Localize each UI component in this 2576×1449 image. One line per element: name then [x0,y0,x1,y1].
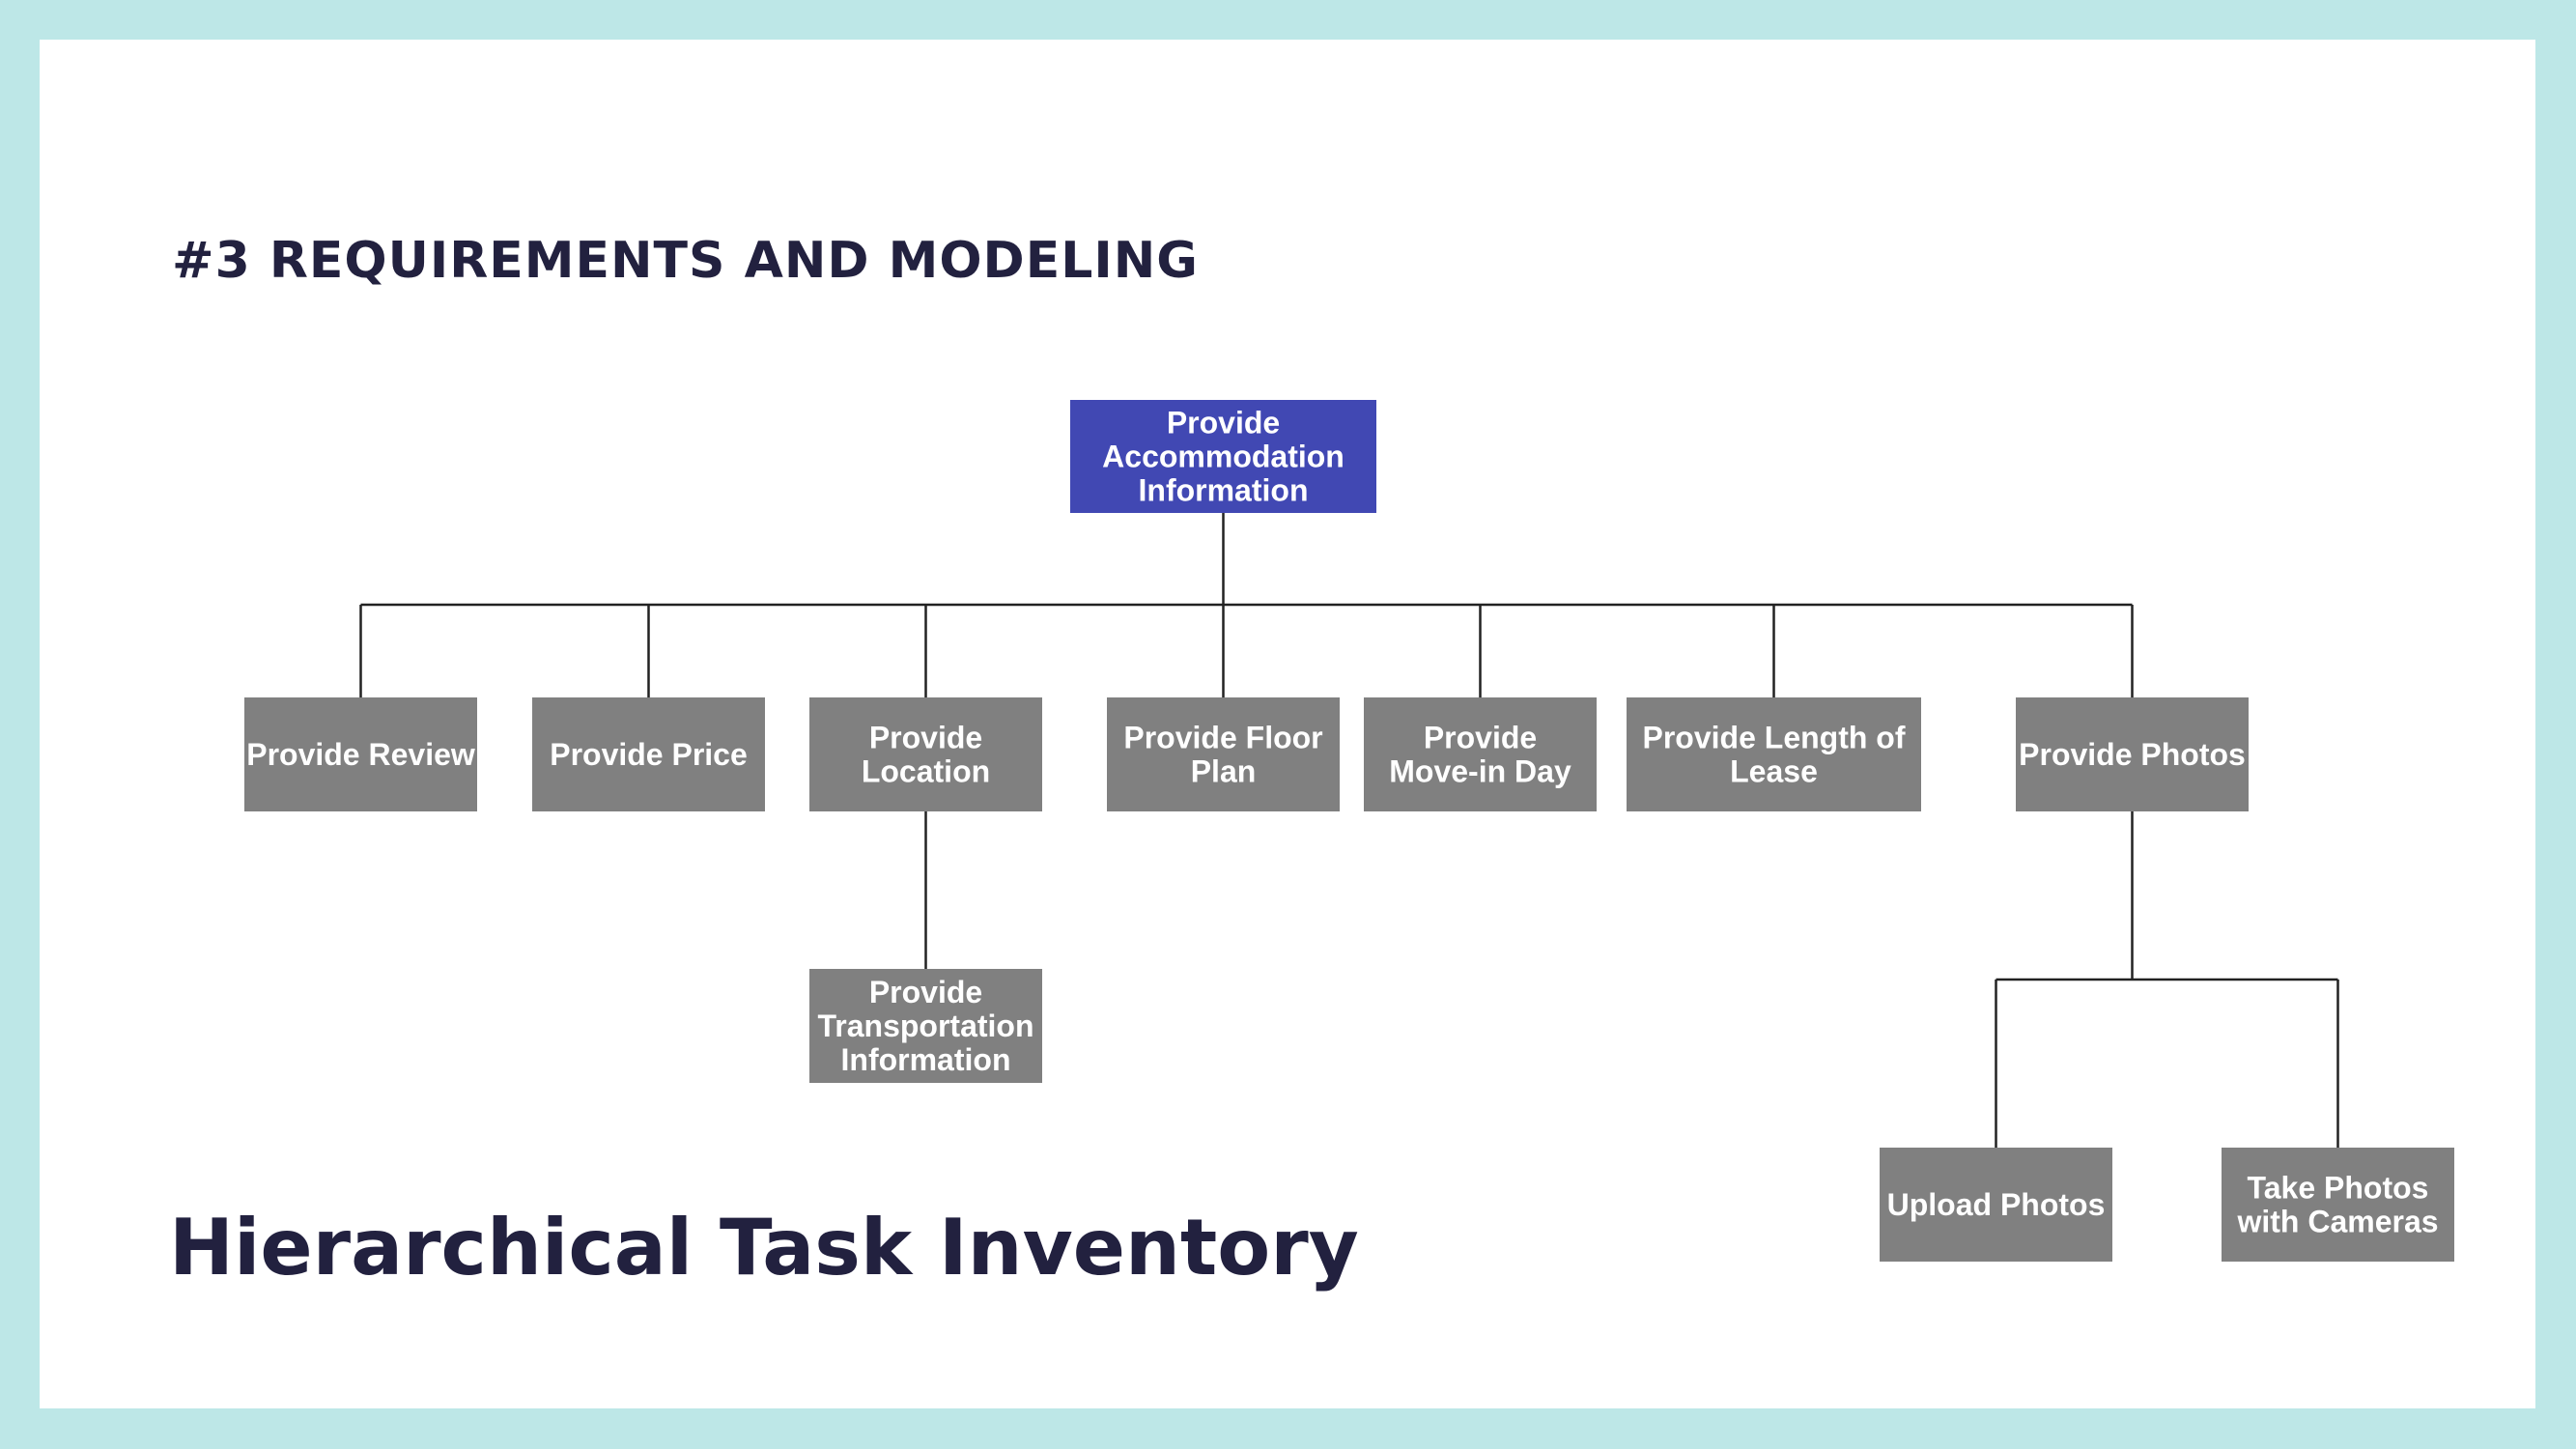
node-label: Provide [869,975,982,1009]
node-label: Plan [1191,754,1257,789]
node-label: Provide Length of [1643,721,1906,755]
node-label: Provide Photos [2019,737,2246,772]
node-upload-photos: Upload Photos [1880,1148,2112,1262]
connectors [359,513,2339,1148]
node-label: Transportation [817,1009,1033,1043]
node-label: Provide Floor [1123,721,1322,755]
node-label: Provide [1167,406,1280,440]
node-label: Information [841,1042,1011,1077]
node-provide-review: Provide Review [244,697,477,811]
node-box [809,697,1042,811]
node-label: Provide [1424,721,1537,755]
node-box [2222,1148,2454,1262]
node-box [1070,400,1376,513]
node-provide-price: Provide Price [532,697,765,811]
node-box [1107,697,1340,811]
main-title: Hierarchical Task Inventory [169,1203,1359,1293]
node-box [1364,697,1597,811]
node-label: Lease [1730,754,1818,789]
node-box [809,969,1042,1083]
node-label: Upload Photos [1887,1187,2106,1222]
node-box [2016,697,2249,811]
node-label: Provide Review [246,737,475,772]
node-label: Move-in Day [1389,754,1571,789]
node-box [1627,697,1921,811]
node-box [532,697,765,811]
node-label: Provide Price [550,737,748,772]
node-label: Information [1139,473,1309,508]
node-box [244,697,477,811]
node-provide-photos: Provide Photos [2016,697,2249,811]
node-label: with Cameras [2236,1205,2438,1239]
node-label: Provide [869,721,982,755]
section-title: #3 REQUIREMENTS AND MODELING [172,232,1199,290]
node-label: Location [862,754,990,789]
node-label: Accommodation [1102,440,1345,474]
node-box [1880,1148,2112,1262]
node-label: Take Photos [2248,1171,2429,1206]
